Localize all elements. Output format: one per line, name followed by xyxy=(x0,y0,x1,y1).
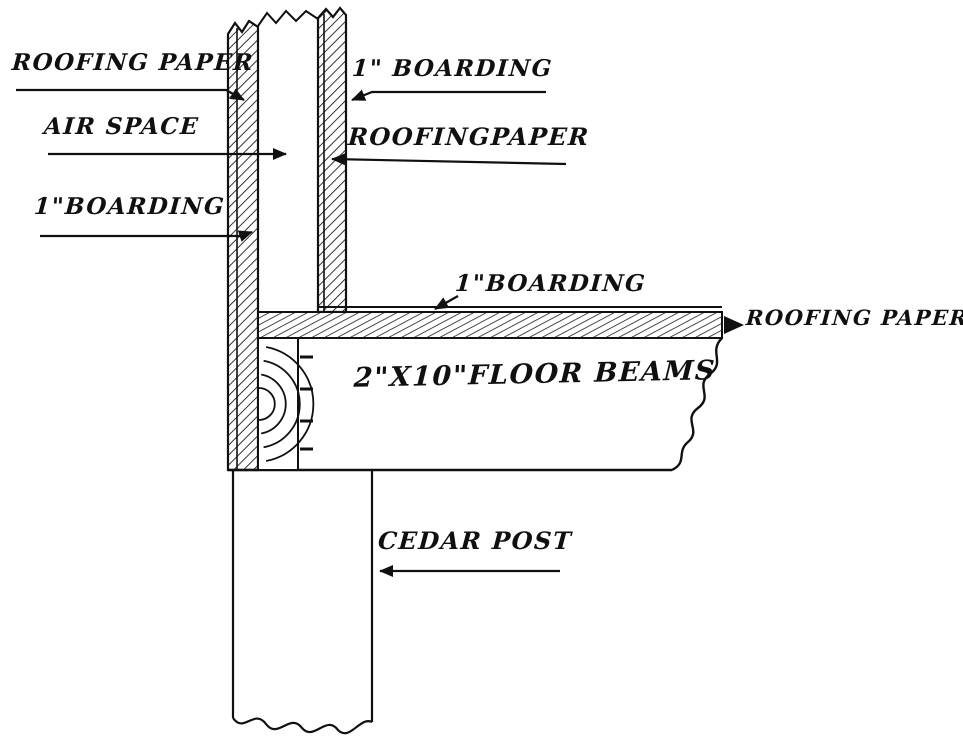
beam-end-section xyxy=(257,337,315,471)
roofing-paper-right-arrow-tip xyxy=(724,316,744,334)
label-air-space: AIR SPACE xyxy=(43,113,201,140)
leader-roofing-paper-top xyxy=(16,88,245,101)
label-roofing-paper-right: ROOFING PAPER xyxy=(745,305,963,330)
label-cedar-post: CEDAR POST xyxy=(377,526,574,555)
label-roofing-paper-top: ROOFING PAPER xyxy=(11,49,255,76)
wall-left-boarding xyxy=(226,19,260,472)
tick-marks xyxy=(300,355,313,451)
floor-boarding-strip xyxy=(257,306,744,339)
leader-boarding-top xyxy=(351,89,546,102)
leader-arrows xyxy=(16,88,567,577)
label-boarding-top: 1" BOARDING xyxy=(351,55,554,82)
label-roofing-paper-mid: ROOFINGPAPER xyxy=(347,122,591,151)
leader-roofing-paper-mid xyxy=(331,153,567,166)
label-boarding-floor: 1"BOARDING xyxy=(454,270,648,297)
floor-beams-outline xyxy=(228,337,723,472)
leader-boarding-left xyxy=(40,230,253,242)
post-torn-bottom xyxy=(232,717,373,735)
leader-boarding-floor xyxy=(434,295,459,310)
air-space-torn-top xyxy=(257,9,319,27)
cedar-post-shape xyxy=(231,470,374,735)
floor-beams-torn-edge xyxy=(671,337,723,472)
label-boarding-left: 1"BOARDING xyxy=(33,193,227,220)
